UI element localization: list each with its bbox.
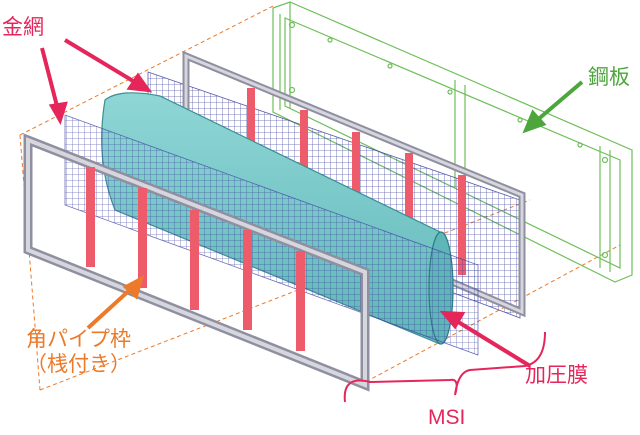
msi-label: MSI [428, 406, 466, 429]
arrow-membrane [439, 310, 532, 368]
membrane-label: 加圧膜 [525, 363, 588, 387]
square-pipe-frame-front [23, 133, 370, 392]
arrow-steel [522, 80, 584, 134]
frame-label-line2: （桟付き） [26, 352, 131, 377]
callout-arrows [40, 38, 584, 368]
frame-label: 角パイプ枠 （桟付き） [26, 327, 131, 377]
arrow-net-1 [63, 38, 153, 93]
arrow-net-2 [40, 47, 68, 125]
steel-plate-label: 鋼板 [588, 65, 630, 89]
frame-label-line1: 角パイプ枠 [26, 327, 131, 351]
wire-mesh-label: 金網 [2, 15, 44, 39]
arrow-frame [86, 274, 145, 330]
msi-brace [343, 331, 546, 403]
steel-plate [272, 1, 633, 283]
